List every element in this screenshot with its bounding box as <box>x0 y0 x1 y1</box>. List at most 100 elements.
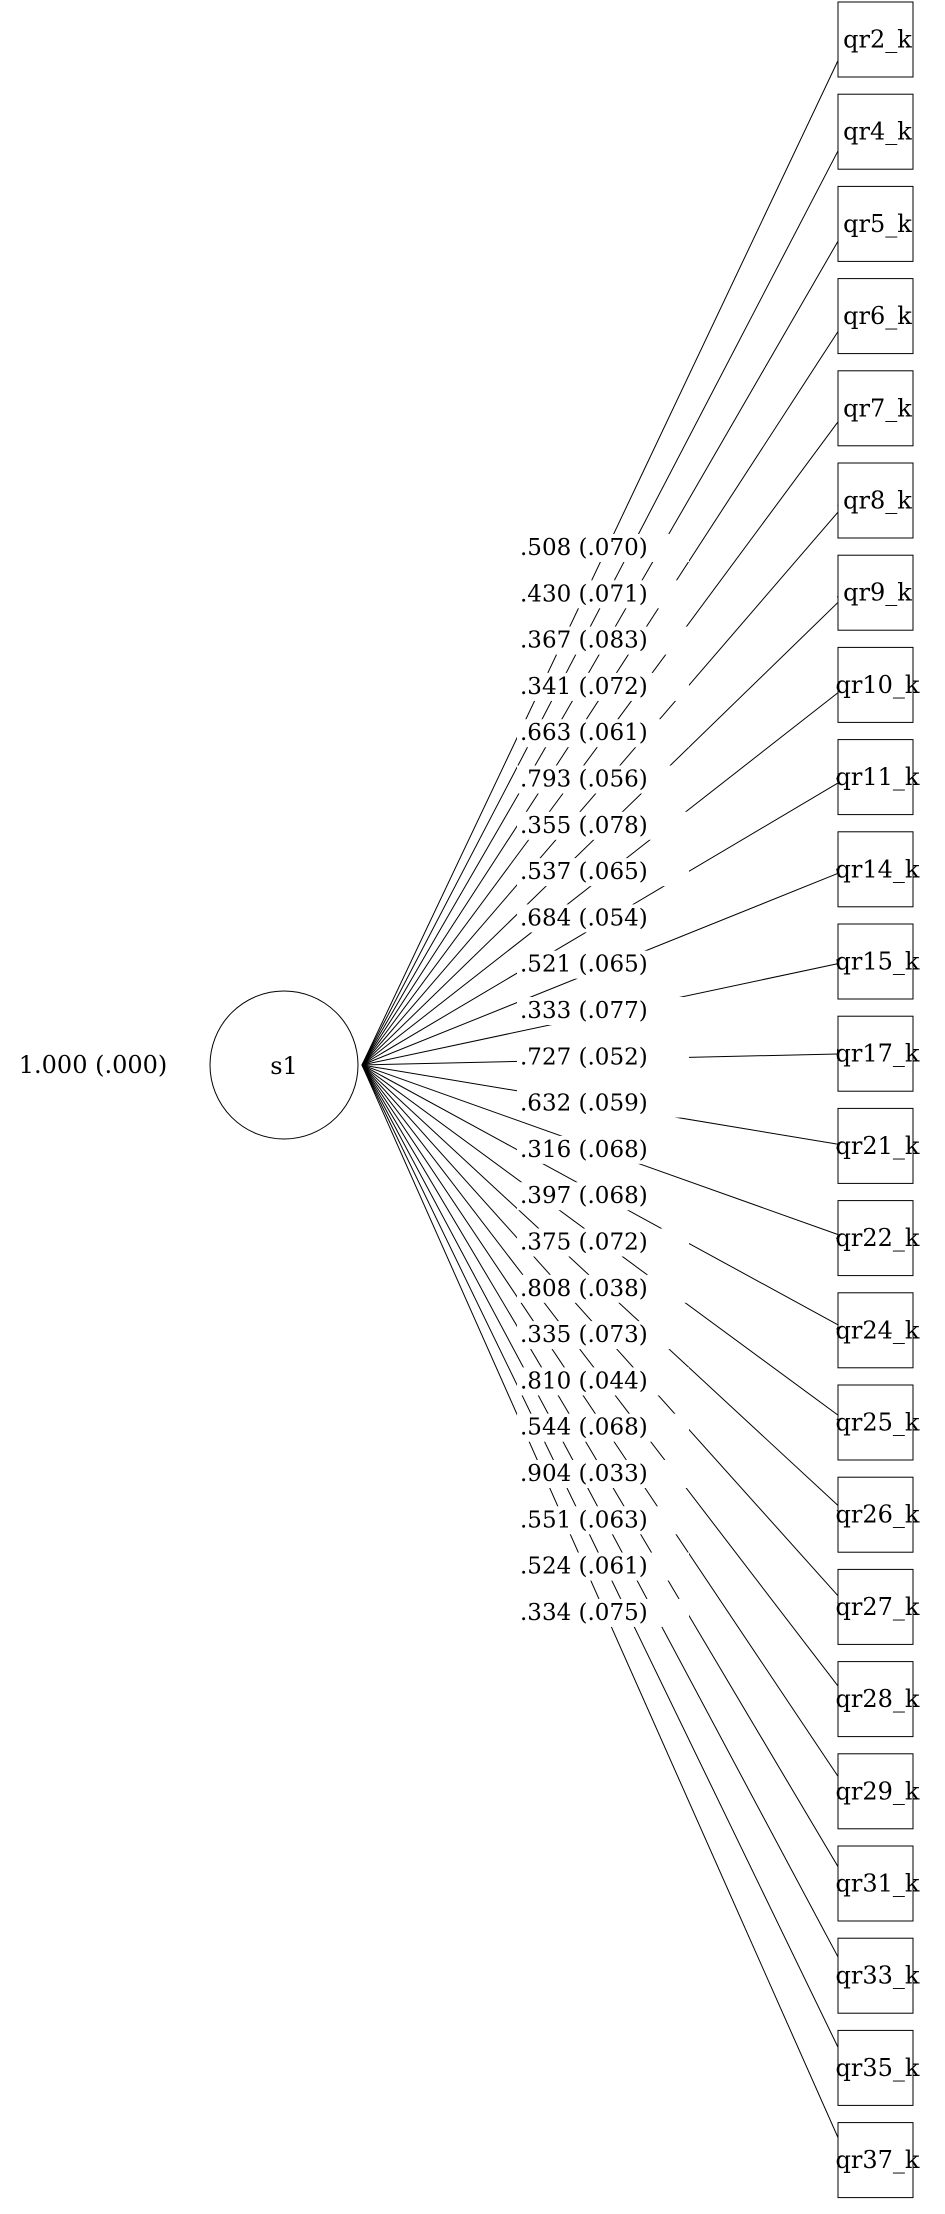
indicator-box <box>837 1753 914 1830</box>
loading-label: .508 (.070) <box>517 534 689 562</box>
loading-label: .524 (.061) <box>517 1552 689 1581</box>
loading-label: .808 (.038) <box>517 1274 689 1303</box>
loading-label: .632 (.059) <box>517 1089 689 1118</box>
indicator-label: qr17_k <box>836 1040 920 1068</box>
loading-label-bg <box>517 1413 689 1442</box>
indicator-box <box>837 1292 914 1369</box>
indicator-box <box>837 739 914 816</box>
indicator-label: qr2_k <box>843 26 912 54</box>
loading-value: .663 (.061) <box>520 720 648 746</box>
indicator-box <box>837 1937 914 2014</box>
indicator-box <box>837 554 914 631</box>
loading-value: .632 (.059) <box>520 1091 648 1117</box>
indicator-box <box>837 1384 914 1461</box>
latent-factor: s1 <box>209 990 359 1140</box>
latent-label: s1 <box>270 1052 298 1080</box>
indicator-label: qr8_k <box>843 487 912 515</box>
loading-label-bg <box>517 1089 689 1118</box>
indicator-label: qr26_k <box>836 1501 920 1529</box>
loading-label-bg <box>517 580 689 609</box>
indicator-label: qr33_k <box>836 1962 920 1990</box>
loading-label: .375 (.072) <box>517 1228 689 1257</box>
loading-label-bg <box>517 1460 689 1488</box>
indicator-label: qr24_k <box>836 1316 920 1344</box>
indicator-label: qr31_k <box>836 1870 920 1898</box>
loading-label-bg <box>517 765 689 794</box>
loading-label-bg <box>517 672 689 701</box>
indicator-box <box>837 278 914 355</box>
loading-label-bg <box>517 1043 689 1072</box>
loading-label-bg <box>517 1274 689 1303</box>
loading-label-bg <box>517 1552 689 1581</box>
loading-label: .334 (.075) <box>517 1598 689 1627</box>
loading-label: .333 (.077) <box>517 997 689 1025</box>
indicator-box <box>837 2122 914 2199</box>
loading-label: .335 (.073) <box>517 1321 689 1350</box>
indicator-box <box>837 1845 914 1922</box>
indicator-box <box>837 1568 914 1645</box>
indicator-label: qr11_k <box>836 763 920 791</box>
indicator-box <box>837 646 914 723</box>
loading-value: .551 (.063) <box>520 1507 648 1533</box>
indicator-box <box>837 831 914 908</box>
indicator-label: qr37_k <box>836 2146 920 2174</box>
indicator-label: qr28_k <box>836 1685 920 1713</box>
indicator-box <box>837 1476 914 1553</box>
latent-circle <box>209 990 359 1140</box>
loading-value: .333 (.077) <box>520 998 648 1024</box>
loading-value: .430 (.071) <box>520 581 648 607</box>
loading-value: .524 (.061) <box>520 1554 648 1580</box>
loading-label-bg <box>517 534 689 562</box>
loading-label: .367 (.083) <box>517 626 689 655</box>
loading-value: .537 (.065) <box>520 859 648 885</box>
loading-label: .810 (.044) <box>517 1367 689 1396</box>
loading-label-bg <box>517 997 689 1025</box>
loading-label: .551 (.063) <box>517 1506 689 1535</box>
loading-label: .341 (.072) <box>517 672 689 701</box>
indicator-nodes: qr2_kqr4_kqr5_kqr6_kqr7_kqr8_kqr9_kqr10_… <box>836 1 920 2199</box>
loading-label: .544 (.068) <box>517 1413 689 1442</box>
loading-label: .397 (.068) <box>517 1182 689 1211</box>
loading-label: .684 (.054) <box>517 904 689 933</box>
loading-value: .544 (.068) <box>520 1415 648 1441</box>
loading-label: .793 (.056) <box>517 765 689 794</box>
loading-label-bg <box>517 1598 689 1627</box>
indicator-label: qr9_k <box>843 579 912 607</box>
loading-label-bg <box>517 904 689 933</box>
loading-value: .508 (.070) <box>520 535 648 561</box>
indicator-box <box>837 2029 914 2106</box>
indicator-label: qr7_k <box>843 394 912 422</box>
loading-label: .355 (.078) <box>517 811 689 840</box>
loading-label: .537 (.065) <box>517 858 689 887</box>
indicator-box <box>837 462 914 539</box>
indicator-box <box>837 1 914 78</box>
loading-value: .521 (.065) <box>520 952 648 978</box>
loading-label-bg <box>517 1506 689 1535</box>
indicator-label: qr22_k <box>836 1224 920 1252</box>
loading-label-bg <box>517 811 689 840</box>
indicator-label: qr15_k <box>836 948 920 976</box>
loading-label: .430 (.071) <box>517 580 689 609</box>
loading-value: .335 (.073) <box>520 1322 648 1348</box>
indicator-label: qr10_k <box>836 671 920 699</box>
loading-value: .397 (.068) <box>520 1183 648 1209</box>
loading-label: .663 (.061) <box>517 719 689 748</box>
indicator-label: qr29_k <box>836 1777 920 1805</box>
loading-label-bg <box>517 719 689 748</box>
indicator-label: qr5_k <box>843 210 912 238</box>
indicator-label: qr27_k <box>836 1593 920 1621</box>
indicator-box <box>837 93 914 170</box>
indicator-box <box>837 185 914 262</box>
loading-value: .355 (.078) <box>520 813 648 839</box>
indicator-box <box>837 1200 914 1277</box>
loading-value: .727 (.052) <box>520 1044 648 1070</box>
latent-variance-label: 1.000 (.000) <box>19 1051 168 1079</box>
loading-labels: .508 (.070) .430 (.071) .367 (.083) .341 (.… <box>517 534 689 1627</box>
indicator-label: qr14_k <box>836 855 920 883</box>
indicator-label: qr21_k <box>836 1132 920 1160</box>
indicator-box <box>837 1107 914 1184</box>
loading-label-bg <box>517 858 689 887</box>
indicator-label: qr25_k <box>836 1409 920 1437</box>
loading-value: .808 (.038) <box>520 1276 648 1302</box>
